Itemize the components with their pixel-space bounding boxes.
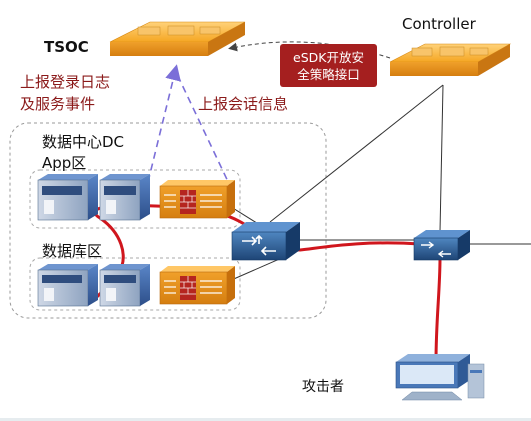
esdk-interface-box: eSDK开放安 全策略接口 [280, 44, 377, 87]
app-server-icon [37, 174, 98, 221]
dc-boundary [9, 122, 327, 319]
report-session-label: 上报会话信息 [198, 95, 289, 113]
report-logs-arrow [147, 64, 181, 183]
db-zone-label: 数据库区 [42, 242, 103, 260]
attacker-label: 攻击者 [302, 379, 344, 395]
bottom-border [0, 418, 531, 421]
app-zone-label: App区 [42, 154, 87, 172]
esdk-line1: eSDK开放安 [293, 50, 364, 65]
esdk-line2: 全策略接口 [297, 67, 360, 82]
firewall-icon [159, 266, 235, 305]
db-server-icon [99, 264, 150, 307]
app-server-icon [99, 174, 150, 221]
esdk-policy-arrow [228, 41, 391, 59]
report-session-arrow [175, 71, 233, 191]
report-logs-label-line1: 上报登录日志 [20, 73, 111, 91]
core-switch-icon [231, 222, 300, 261]
controller-platform-icon [389, 43, 512, 76]
firewall-icon [159, 180, 235, 219]
controller-label: Controller [402, 15, 476, 33]
db-server-icon [37, 264, 98, 307]
edge-switch-icon [413, 230, 470, 261]
report-logs-label-line2: 及服务事件 [20, 95, 96, 113]
tsoc-label: TSOC [44, 38, 89, 56]
tsoc-platform-icon [109, 21, 246, 56]
app-zone-boundary [29, 169, 241, 229]
attacker-pc-icon [395, 354, 485, 401]
data-center-label: 数据中心DC [42, 133, 125, 151]
esdk-interface-text: eSDK开放安 全策略接口 [280, 49, 377, 83]
db-zone-boundary [29, 257, 241, 311]
